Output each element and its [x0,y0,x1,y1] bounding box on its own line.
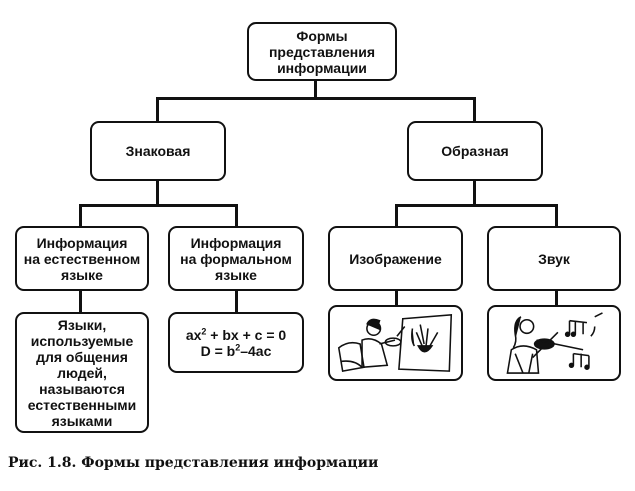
node-formula: ax2 + bx + c = 0 D = b2–4ac [168,312,304,373]
root-line: представления [268,43,376,60]
connector [235,204,238,227]
node-image: Изображение [328,226,463,291]
connector [79,204,238,207]
figure-caption: Рис. 1.8. Формы представления информации [8,455,379,471]
node-painter-picture [328,305,463,381]
node-line: называются [39,380,125,397]
node-label: Образная [441,143,509,159]
connector [395,204,398,227]
formula-part: ax [185,326,202,343]
node-line: используемые [30,332,134,349]
node-line: языками [51,412,113,429]
connector [555,290,558,306]
node-sound: Звук [487,226,621,291]
node-label: Знаковая [125,143,191,159]
node-figurative: Образная [407,121,543,181]
node-line: для общения [36,348,128,365]
node-sign: Знаковая [90,121,226,181]
painter-icon [337,314,453,373]
root-line: Формы [296,27,348,44]
node-line: на формальном [180,250,292,267]
connector [395,204,558,207]
formula-exponent: 2 [235,341,241,352]
formula-line-2: D = b2–4ac [200,341,272,359]
connector [555,204,558,227]
node-line: языке [61,266,103,283]
connector [156,180,159,206]
node-line: людей, [57,364,107,381]
connector [314,80,317,99]
formula-exponent: 2 [201,325,207,336]
node-line: Языки, [57,316,107,333]
root-line: информации [277,59,367,76]
violinist-icon [506,312,603,374]
node-formal-language: Информация на формальном языке [168,226,304,291]
connector [473,180,476,206]
node-line: языке [215,266,257,283]
root-node: Формы представления информации [247,22,397,81]
connector [156,97,476,100]
node-label: Изображение [349,250,442,267]
node-line: Информация [190,234,282,251]
node-line: на естественном [23,250,141,267]
node-line: естественными [27,396,137,413]
connector [395,290,398,306]
connector [473,97,476,122]
formula-line-1: ax2 + bx + c = 0 [185,325,287,343]
formula-part: –4ac [240,342,272,359]
node-label: Звук [538,250,570,267]
formula-part: + bx + c = 0 [206,326,287,343]
node-natural-language: Информация на естественном языке [15,226,149,291]
node-natural-description: Языки, используемые для общения людей, н… [15,312,149,433]
node-line: Информация [36,234,128,251]
connector [235,290,238,313]
connector [156,97,159,122]
node-violinist-picture [487,305,621,381]
connector [79,290,82,313]
connector [79,204,82,227]
formula-part: D = b [200,342,236,359]
